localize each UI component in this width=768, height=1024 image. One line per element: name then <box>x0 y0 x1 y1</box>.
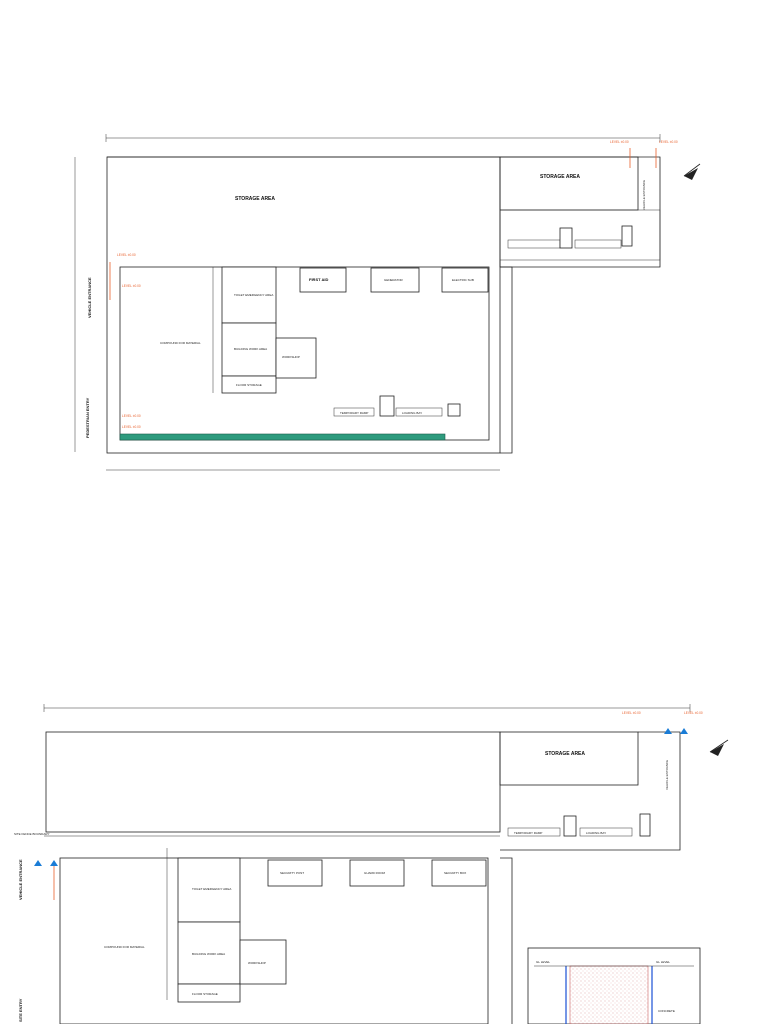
storage-area-side-label: STORAGE AREA <box>540 174 580 180</box>
bottom-storage-side-label: STORAGE AREA <box>545 751 585 757</box>
bottom-vehicle-entrance-left: VEHICLE ENTRANCE <box>18 859 23 900</box>
bottom-orange-note-2: LEVEL ±0.00 <box>684 711 703 715</box>
section-fill <box>569 965 649 1024</box>
north-arrow-icon <box>683 163 701 180</box>
bottom-compound-label: COMPOUND FOR MATERIAL <box>104 945 145 949</box>
fence-boundary-note: SITE FENCE BOUNDARY <box>14 832 49 836</box>
svg-text:LEVEL ±0.00: LEVEL ±0.00 <box>610 140 629 144</box>
bottom-site-plan: STORAGE AREA SITE FENCE BOUNDARY TOILET … <box>14 704 729 1024</box>
svg-text:LEVEL ±0.00: LEVEL ±0.00 <box>122 284 141 288</box>
guard-room-label: GUARD ROOM <box>364 871 386 875</box>
bottom-room-floor <box>177 983 241 1003</box>
room-toilet-emergency <box>221 266 277 324</box>
first-aid-room <box>299 267 347 293</box>
vehicle-entrance-left-label: VEHICLE ENTRANCE <box>87 277 92 318</box>
side-storage-block <box>499 156 639 211</box>
bottom-room-work <box>177 921 241 985</box>
bottom-side-storage <box>499 731 639 786</box>
room-work-label: BUILDING WORK AREA <box>234 347 267 351</box>
detail-left-label: GL LEVEL <box>536 960 550 964</box>
detail-note: CONCRETE <box>658 1009 675 1013</box>
security-post-label: SECURITY POST <box>280 871 304 875</box>
bottom-inner-building <box>59 857 489 1024</box>
bottom-ramp-label: TEMPORARY RAMP <box>514 831 542 835</box>
svg-text:LEVEL ±0.00: LEVEL ±0.00 <box>122 425 141 429</box>
generator-room <box>370 267 420 293</box>
first-aid-label: FIRST AID <box>309 277 329 282</box>
room-building-work <box>221 322 277 377</box>
svg-text:LEVEL ±0.00: LEVEL ±0.00 <box>122 414 141 418</box>
orange-level-notes: LEVEL ±0.00 LEVEL ±0.00 LEVEL ±0.00 LEVE… <box>109 140 678 429</box>
main-site-boundary <box>106 156 501 454</box>
bottom-room-workshop-label: WORKSHOP <box>248 961 266 965</box>
bottom-room-floor-label: FLOOR STORAGE <box>192 992 218 996</box>
svg-text:LEVEL ±0.00: LEVEL ±0.00 <box>659 140 678 144</box>
room-workshop <box>275 337 317 379</box>
bottom-site-entry-label: SITE ENTRY <box>18 998 23 1022</box>
room-floor-storage <box>221 375 277 394</box>
security-box-label: SECURITY BOX <box>444 871 466 875</box>
room-workshop-label: WORKSHOP <box>282 355 300 359</box>
bottom-room-workshop <box>239 939 287 985</box>
guard-room <box>349 859 405 887</box>
green-strip <box>119 433 446 441</box>
vehicle-entrance-right-label: VEHICLE ENTRANCE <box>642 180 646 210</box>
electric-sub-label: ELECTRIC SUB <box>452 278 474 282</box>
bottom-orange-note-1: LEVEL ±0.00 <box>622 711 641 715</box>
blue-gate-markers <box>34 728 688 900</box>
loading-bay-label: LOADING BAY <box>402 411 422 415</box>
bottom-vehicle-entrance-right: VEHICLE ENTRANCE <box>665 760 669 790</box>
top-site-plan: STORAGE AREA STORAGE AREA TOILET EMERGEN… <box>74 134 701 471</box>
bottom-north-arrow-icon <box>709 739 729 756</box>
security-post <box>267 859 323 887</box>
bottom-loading-label: LOADING BAY <box>586 831 606 835</box>
security-box <box>431 859 487 887</box>
room-floor-label: FLOOR STORAGE <box>236 383 262 387</box>
electric-sub-room <box>441 267 489 293</box>
bottom-room-work-label: BUILDING WORK AREA <box>192 952 225 956</box>
bottom-storage-area <box>45 731 501 833</box>
ramp-label: TEMPORARY RAMP <box>340 411 368 415</box>
bottom-room-toilet-label: TOILET EMERGENCY AREA <box>192 887 231 891</box>
room-toilet-label: TOILET EMERGENCY AREA <box>234 293 273 297</box>
pedestrian-entry-label: PEDESTRIAN ENTRY <box>85 397 90 438</box>
section-detail-frame <box>527 947 701 1024</box>
compound-label: COMPOUND FOR MATERIAL <box>160 341 201 345</box>
storage-area-main-label: STORAGE AREA <box>235 196 275 202</box>
bottom-room-toilet <box>177 857 241 923</box>
generator-label: GENERATOR <box>384 278 404 282</box>
svg-text:LEVEL ±0.00: LEVEL ±0.00 <box>117 253 136 257</box>
detail-right-label: GL LEVEL <box>656 960 670 964</box>
